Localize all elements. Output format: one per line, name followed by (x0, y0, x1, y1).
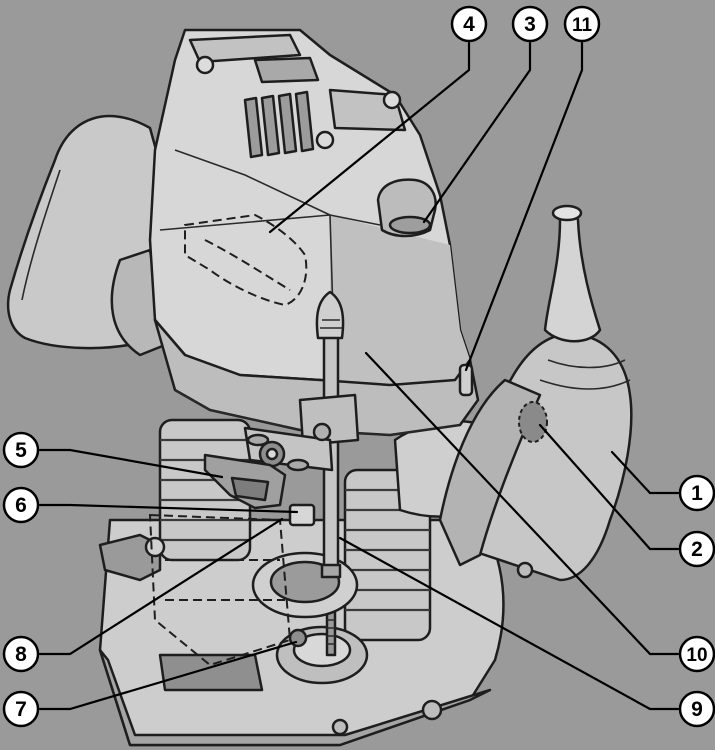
callout-label-8: 8 (15, 643, 27, 666)
side-knob (376, 178, 437, 238)
right-handle (438, 204, 633, 582)
leader-6 (38, 503, 299, 514)
speed-control-dial (184, 213, 308, 307)
router-illustration (6, 28, 633, 747)
base-screw-right (421, 699, 443, 721)
callout-7: 7 (2, 690, 40, 728)
leader-3 (422, 41, 532, 224)
callout-11: 11 (563, 5, 601, 43)
callout-label-2: 2 (691, 538, 703, 561)
leader-10 (364, 351, 680, 656)
callout-label-11: 11 (572, 15, 593, 36)
lock-off-button (518, 401, 548, 443)
leader-1 (610, 450, 680, 495)
base-screw-bottom (331, 718, 349, 736)
shaft-lock-button (288, 503, 316, 527)
leader-2 (538, 423, 680, 551)
callout-label-3: 3 (524, 13, 536, 36)
leader-4 (268, 41, 471, 234)
callout-5: 5 (2, 431, 40, 469)
callout-8: 8 (2, 635, 40, 673)
callout-label-10: 10 (686, 645, 707, 666)
depth-clamp (243, 393, 360, 472)
callout-label-7: 7 (15, 698, 27, 721)
motor-housing-shade (330, 215, 470, 385)
callout-4: 4 (450, 5, 488, 43)
height-collar (458, 363, 474, 397)
callout-label-9: 9 (691, 698, 703, 721)
callout-label-6: 6 (15, 494, 27, 517)
leader-11 (464, 41, 584, 372)
chip-guard (148, 513, 292, 667)
callout-label-4: 4 (463, 13, 475, 36)
callout-9: 9 (678, 690, 715, 728)
callout-label-1: 1 (691, 482, 703, 505)
callout-2: 2 (678, 530, 715, 568)
callout-label-5: 5 (15, 439, 27, 462)
base-slot (158, 653, 264, 692)
top-cap (188, 33, 407, 150)
callout-10: 10 (678, 635, 715, 673)
callout-6: 6 (2, 486, 40, 524)
leader-lines (38, 41, 680, 711)
leader-9 (338, 536, 680, 711)
callout-1: 1 (678, 474, 715, 512)
leader-5 (38, 448, 224, 479)
left-handle-grip (21, 169, 61, 301)
base-plate-edge (98, 648, 492, 747)
callout-3: 3 (511, 5, 549, 43)
motor-vents (243, 90, 315, 159)
leader-8 (38, 517, 284, 656)
leader-7 (38, 640, 298, 711)
